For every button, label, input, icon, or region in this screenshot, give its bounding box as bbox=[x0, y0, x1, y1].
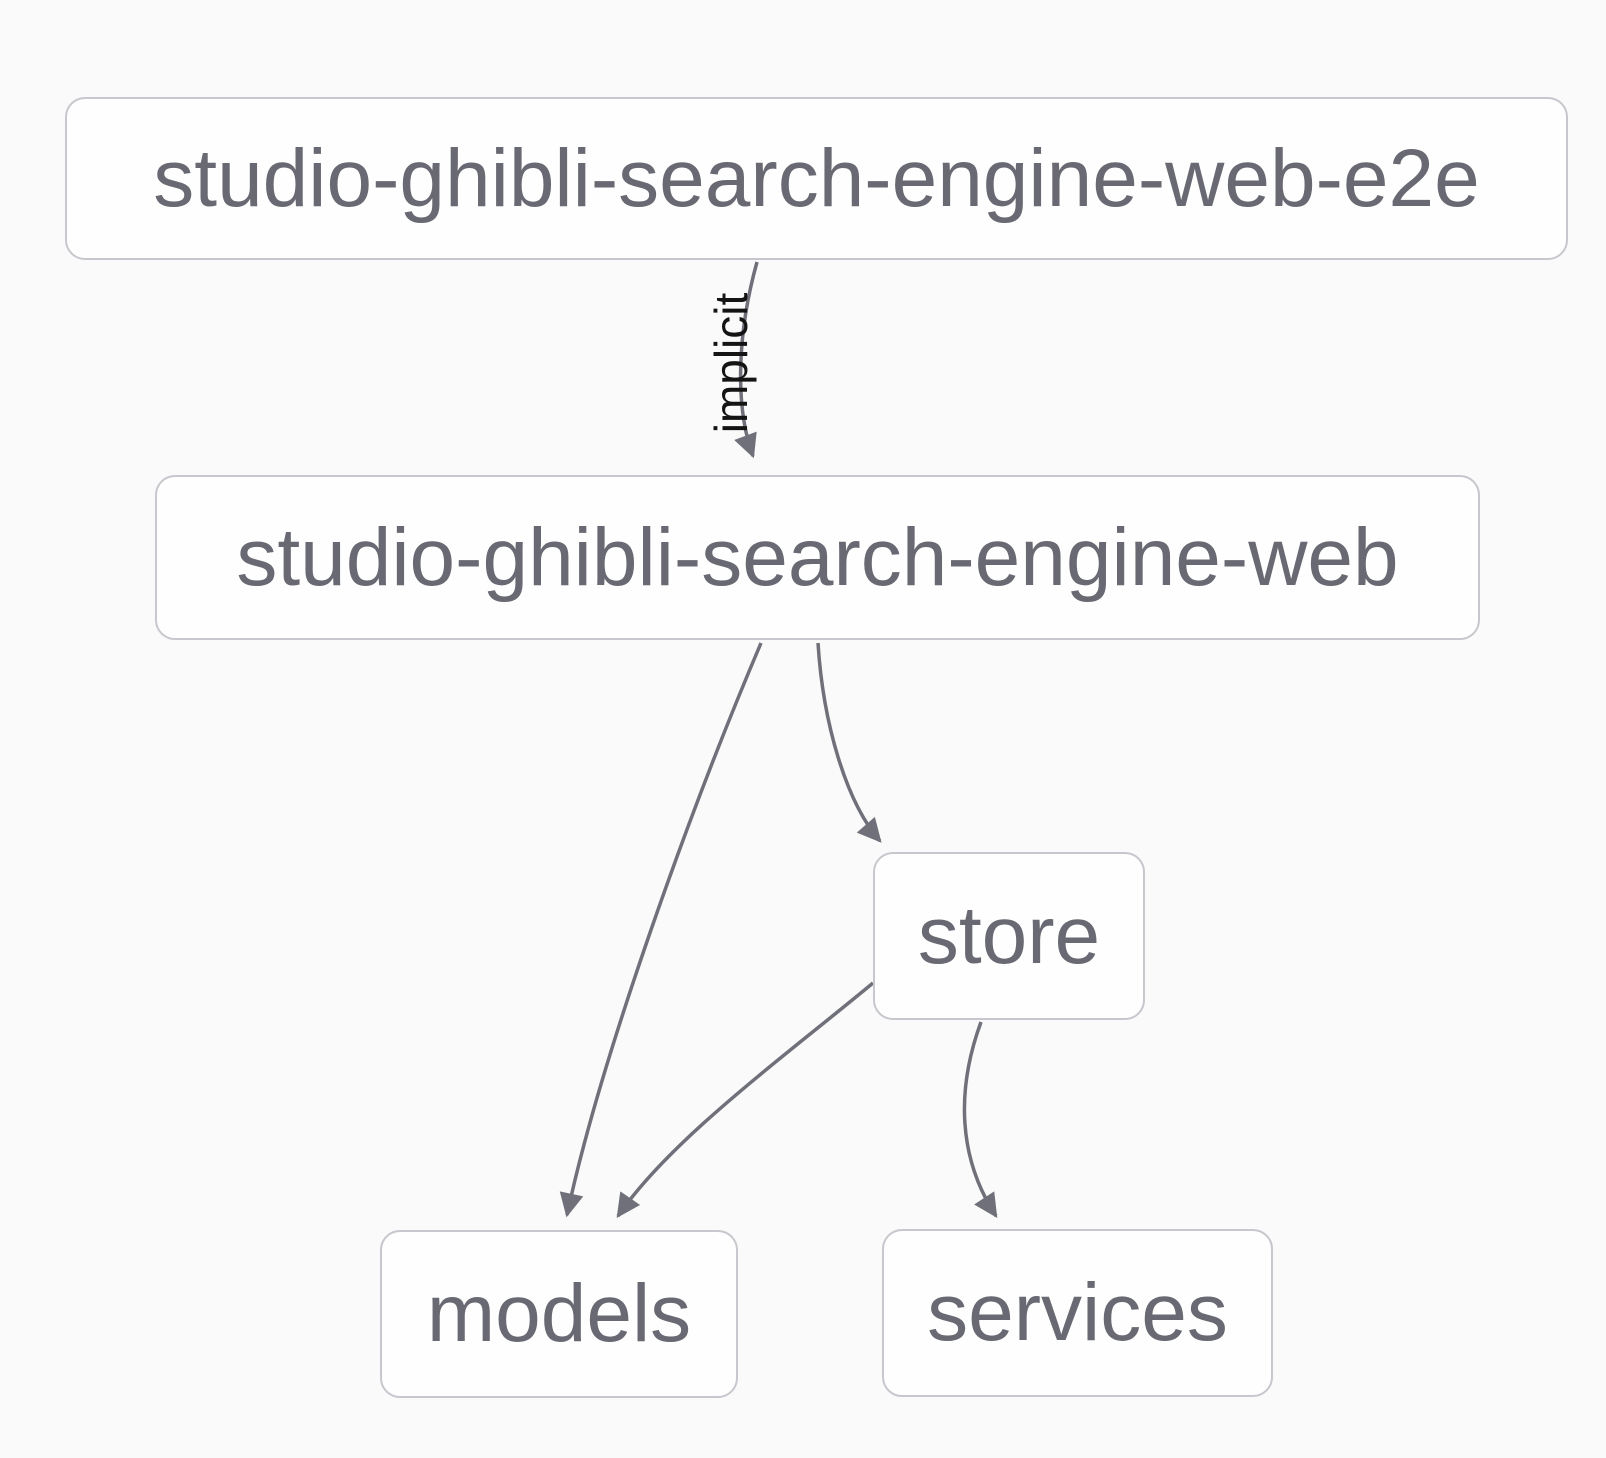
edge-store-to-services bbox=[962, 1021, 998, 1219]
node-models[interactable]: models bbox=[380, 1230, 738, 1398]
node-services[interactable]: services bbox=[882, 1229, 1273, 1397]
node-label: store bbox=[917, 890, 1101, 981]
edge-e2e-to-web bbox=[734, 261, 759, 459]
node-studio-ghibli-search-engine-web[interactable]: studio-ghibli-search-engine-web bbox=[155, 475, 1480, 640]
edge-label-implicit: implicit bbox=[705, 292, 757, 434]
node-studio-ghibli-search-engine-web-e2e[interactable]: studio-ghibli-search-engine-web-e2e bbox=[65, 97, 1568, 260]
node-label: studio-ghibli-search-engine-web bbox=[236, 511, 1399, 603]
node-label: models bbox=[426, 1268, 692, 1359]
edge-web-to-store bbox=[816, 642, 882, 843]
node-store[interactable]: store bbox=[873, 852, 1145, 1020]
edge-web-to-models bbox=[559, 642, 763, 1218]
node-label: studio-ghibli-search-engine-web-e2e bbox=[153, 132, 1480, 224]
node-label: services bbox=[927, 1267, 1228, 1358]
edge-store-to-models bbox=[616, 981, 875, 1218]
